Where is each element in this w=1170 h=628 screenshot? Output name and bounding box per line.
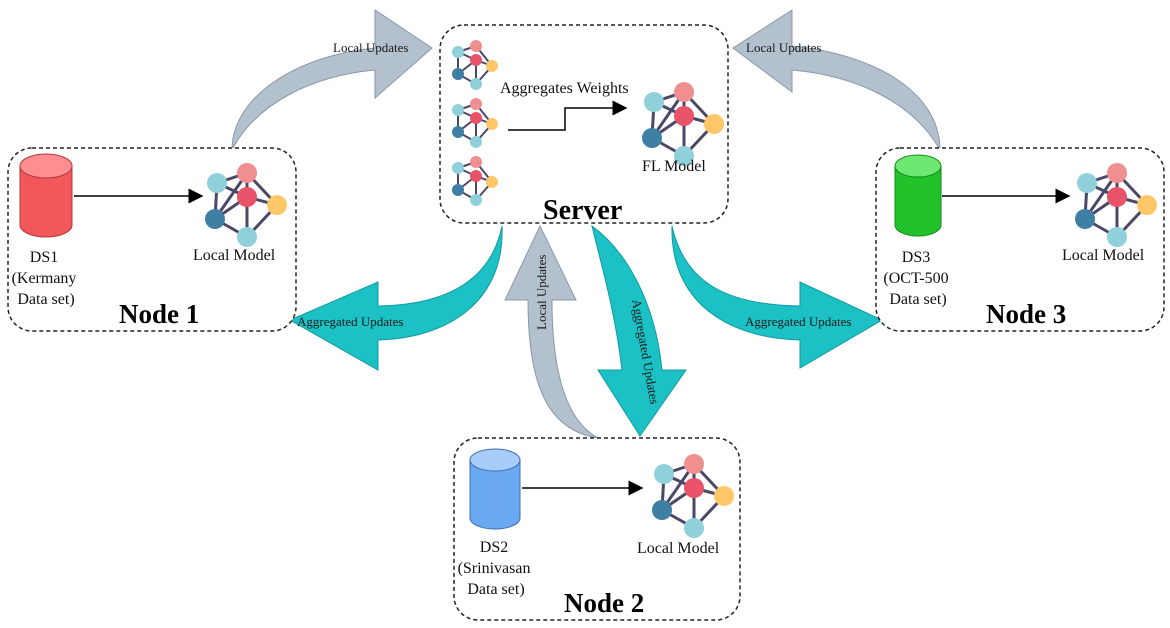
dataset-line-2: (OCT-500 bbox=[883, 270, 948, 287]
node1-box: DS1 (Kermany Data set) Local Model Node … bbox=[7, 147, 297, 332]
database-icon bbox=[894, 154, 942, 237]
dataset-label: DS3 (OCT-500 Data set) bbox=[883, 249, 952, 308]
aggregated-updates-label-node1: Aggregated Updates bbox=[297, 314, 404, 329]
local-model-label: Local Model bbox=[637, 540, 720, 557]
node1-title: Node 1 bbox=[119, 299, 199, 329]
aggregated-updates-arrow-node2 bbox=[591, 224, 687, 437]
aggregated-updates-label-node3: Aggregated Updates bbox=[745, 314, 852, 329]
dataset-line-3: Data set) bbox=[17, 291, 74, 308]
aggregated-updates-arrow-node1 bbox=[288, 225, 503, 371]
local-updates-label-node2: Local Updates bbox=[534, 255, 549, 330]
dataset-line-1: DS2 bbox=[480, 539, 508, 556]
dataset-label: DS1 (Kermany Data set) bbox=[12, 249, 81, 308]
node2-box: DS2 (Srinivasan Data set) Local Model No… bbox=[453, 437, 741, 621]
server-title: Server bbox=[543, 195, 622, 226]
local-updates-arrow-node1 bbox=[231, 9, 433, 151]
dataset-label: DS2 (Srinivasan Data set) bbox=[458, 539, 535, 598]
node2-title: Node 2 bbox=[564, 588, 644, 618]
database-icon bbox=[469, 448, 521, 530]
local-updates-arrow-node2 bbox=[504, 224, 599, 439]
local-updates-label-node1: Local Updates bbox=[333, 40, 408, 55]
local-model-label: Local Model bbox=[193, 247, 276, 264]
dataset-line-2: (Srinivasan bbox=[458, 560, 531, 577]
aggregation-arrow bbox=[508, 100, 628, 131]
node3-title: Node 3 bbox=[986, 299, 1066, 329]
local-updates-label-node3: Local Updates bbox=[746, 40, 821, 55]
dataset-line-1: DS1 bbox=[30, 249, 58, 266]
aggregates-weights-label: Aggregates Weights bbox=[500, 80, 629, 97]
dataset-line-2: (Kermany bbox=[12, 270, 77, 287]
aggregated-updates-arrow-node3 bbox=[671, 225, 884, 369]
dataset-line-3: Data set) bbox=[467, 581, 524, 598]
database-icon bbox=[19, 153, 73, 238]
node3-box: DS3 (OCT-500 Data set) Local Model Node … bbox=[875, 147, 1165, 332]
dataset-line-3: Data set) bbox=[889, 291, 946, 308]
dataset-line-1: DS3 bbox=[902, 249, 930, 266]
server-box: Aggregates Weights FL Model Server bbox=[439, 24, 729, 226]
local-updates-arrow-node3 bbox=[732, 9, 941, 152]
fl-model-label: FL Model bbox=[642, 158, 706, 175]
local-model-label: Local Model bbox=[1062, 247, 1145, 264]
